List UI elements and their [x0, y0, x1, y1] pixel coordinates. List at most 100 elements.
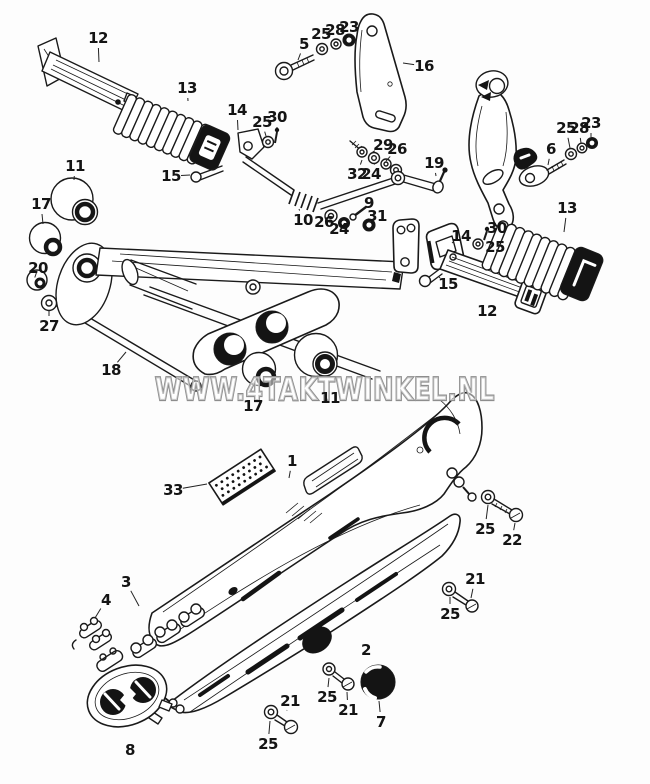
- part-label-17-37: 17: [243, 397, 263, 415]
- part-label-21-47: 21: [280, 692, 300, 710]
- leader-line-13: [563, 217, 567, 233]
- leader-line-15: [438, 276, 441, 279]
- part-label-30-31: 30: [487, 219, 507, 237]
- leader-line-21: [470, 588, 474, 599]
- part-label-2-43: 2: [361, 641, 371, 659]
- part-label-25-32: 25: [485, 238, 505, 256]
- leader-line-18: [117, 351, 127, 363]
- frame-pillar: [468, 70, 599, 231]
- leader-line-25: [327, 677, 330, 688]
- leader-line-15: [180, 174, 191, 176]
- part-label-25-52: 25: [440, 605, 460, 623]
- part-label-15-34: 15: [438, 275, 458, 293]
- part-label-11-11: 11: [65, 157, 85, 175]
- part-label-19-20: 19: [424, 154, 444, 172]
- bushings: [26, 177, 339, 388]
- leader-line-6: [547, 158, 550, 166]
- part-label-22-50: 22: [502, 531, 522, 549]
- part-label-25-26: 25: [556, 119, 576, 137]
- part-label-25-48: 25: [258, 735, 278, 753]
- part-label-20-13: 20: [28, 259, 48, 277]
- leader-line-33: [182, 483, 208, 489]
- part-label-4-41: 4: [101, 591, 111, 609]
- part-label-15-10: 15: [161, 167, 181, 185]
- watermark: WWW.4TAKTWINKEL.NL: [155, 372, 495, 408]
- part-label-13-6: 13: [177, 79, 197, 97]
- part-label-16-5: 16: [414, 57, 434, 75]
- part-label-11-36: 11: [320, 389, 340, 407]
- part-label-32-18: 32: [347, 165, 367, 183]
- part-label-8-42: 8: [125, 741, 135, 759]
- part-label-18-15: 18: [101, 361, 121, 379]
- leader-line-28: [579, 137, 582, 144]
- leader-line-14: [237, 119, 239, 131]
- part-label-21-51: 21: [465, 570, 485, 588]
- part-label-28-3: 28: [325, 21, 345, 39]
- leader-line-24: [373, 162, 376, 165]
- leader-line-26: [385, 156, 391, 162]
- footpeg-rubber-right: [481, 220, 604, 302]
- case-fasteners: [263, 489, 524, 735]
- part-label-9-21: 9: [364, 194, 374, 212]
- bracket-16: [354, 13, 407, 133]
- part-label-27-14: 27: [39, 317, 59, 335]
- part-label-10-23: 10: [293, 211, 313, 229]
- leader-line-12: [97, 47, 100, 63]
- drive-chain: [71, 603, 206, 673]
- leader-line-32: [359, 159, 363, 165]
- chain-case-upper: [148, 391, 483, 647]
- leader-line-19: [435, 172, 437, 177]
- leader-line-25: [264, 131, 267, 137]
- right-footpeg-assembly: [439, 220, 604, 315]
- leader-line-31: [368, 220, 372, 223]
- part-label-26-17: 26: [387, 140, 407, 158]
- part-label-14-33: 14: [451, 227, 471, 245]
- leader-line-7: [378, 700, 381, 713]
- part-label-5-1: 5: [299, 35, 309, 53]
- part-label-6-29: 6: [546, 140, 556, 158]
- part-label-28-27: 28: [569, 119, 589, 137]
- leader-lines: [34, 34, 592, 735]
- leader-line-22: [513, 522, 516, 531]
- part-label-33-38: 33: [163, 481, 183, 499]
- part-label-12-0: 12: [88, 29, 108, 47]
- part-label-24-25: 24: [329, 220, 349, 238]
- leader-line-25: [567, 137, 571, 149]
- part-label-7-46: 7: [376, 713, 386, 731]
- perforated-plate-33: [208, 448, 276, 506]
- leader-line-1: [288, 470, 291, 479]
- leader-line-14: [451, 241, 454, 244]
- case-end-cap: [86, 664, 173, 728]
- leader-line-16: [402, 62, 415, 66]
- leader-line-3: [130, 590, 140, 607]
- part-label-23-28: 23: [581, 114, 601, 132]
- brake-rod-cluster: [242, 140, 448, 232]
- leader-line-25: [268, 720, 271, 735]
- part-label-25-49: 25: [475, 520, 495, 538]
- part-label-17-12: 17: [31, 195, 51, 213]
- part-label-25-44: 25: [317, 688, 337, 706]
- part-label-25-2: 25: [311, 25, 331, 43]
- part-label-25-8: 25: [252, 113, 272, 131]
- part-label-14-7: 14: [227, 101, 247, 119]
- leader-line-29: [369, 150, 376, 155]
- part-label-3-40: 3: [121, 573, 131, 591]
- left-footpeg-assembly: [37, 37, 280, 183]
- master-link: [71, 616, 124, 673]
- part-label-23-4: 23: [339, 18, 359, 36]
- chain-case-lower: [145, 513, 461, 725]
- footpeg-rubber-left: [112, 93, 231, 171]
- part-label-26-24: 26: [314, 213, 334, 231]
- leader-line-20: [34, 270, 38, 278]
- part-label-31-22: 31: [367, 207, 387, 225]
- part-label-12-35: 12: [477, 302, 497, 320]
- leader-line-25: [485, 504, 489, 520]
- leader-line-4: [94, 608, 102, 619]
- part-label-24-19: 24: [361, 165, 381, 183]
- leader-line-5: [297, 53, 301, 61]
- part-label-13-30: 13: [557, 199, 577, 217]
- part-label-1-39: 1: [287, 452, 297, 470]
- spring-10: [288, 189, 319, 213]
